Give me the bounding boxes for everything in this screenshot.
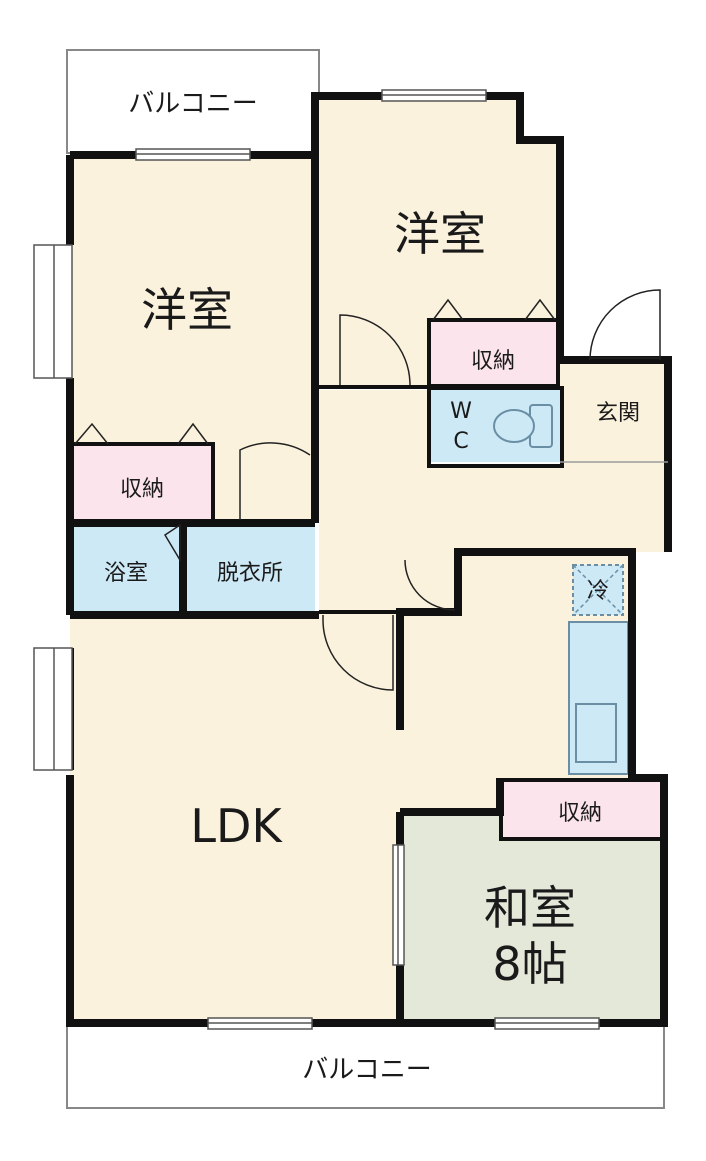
thin-walls — [70, 318, 668, 841]
balcony-bottom-label: バルコニー — [302, 1055, 431, 1085]
wc-label-w: W — [450, 399, 472, 424]
fridge-cross-b — [572, 564, 624, 616]
western-room-right-label: 洋室 — [394, 207, 486, 261]
japanese-room-size-label: 8帖 — [492, 937, 567, 991]
windows — [33, 89, 600, 1030]
storage-left — [74, 446, 211, 521]
japanese-room-label: 和室 — [484, 881, 576, 935]
bath-label: 浴室 — [104, 561, 148, 586]
storage-japanese — [503, 782, 660, 837]
storage-right — [431, 322, 556, 384]
japanese-room — [400, 814, 664, 1023]
fridge-label: 冷 — [587, 579, 609, 604]
balcony-top — [66, 49, 320, 154]
dressing-label: 脱衣所 — [217, 561, 283, 586]
western-room-right — [319, 96, 556, 387]
ldk-floor — [70, 552, 632, 1023]
ldk-label: LDK — [190, 799, 283, 853]
doors — [74, 289, 661, 691]
kitchen-sink — [575, 703, 617, 763]
balcony-top-label: バルコニー — [128, 89, 257, 119]
toilet-bowl — [493, 409, 535, 443]
storage-left-label: 収納 — [120, 477, 164, 502]
western-room-left-label: 洋室 — [141, 283, 233, 337]
entrance-label: 玄関 — [596, 401, 640, 426]
wc-label-c: C — [453, 429, 468, 454]
storage-japanese-label: 収納 — [558, 801, 602, 826]
dressing — [187, 527, 315, 613]
storage-right-label: 収納 — [471, 349, 515, 374]
bath — [72, 527, 180, 613]
balcony-bottom — [66, 1022, 665, 1109]
